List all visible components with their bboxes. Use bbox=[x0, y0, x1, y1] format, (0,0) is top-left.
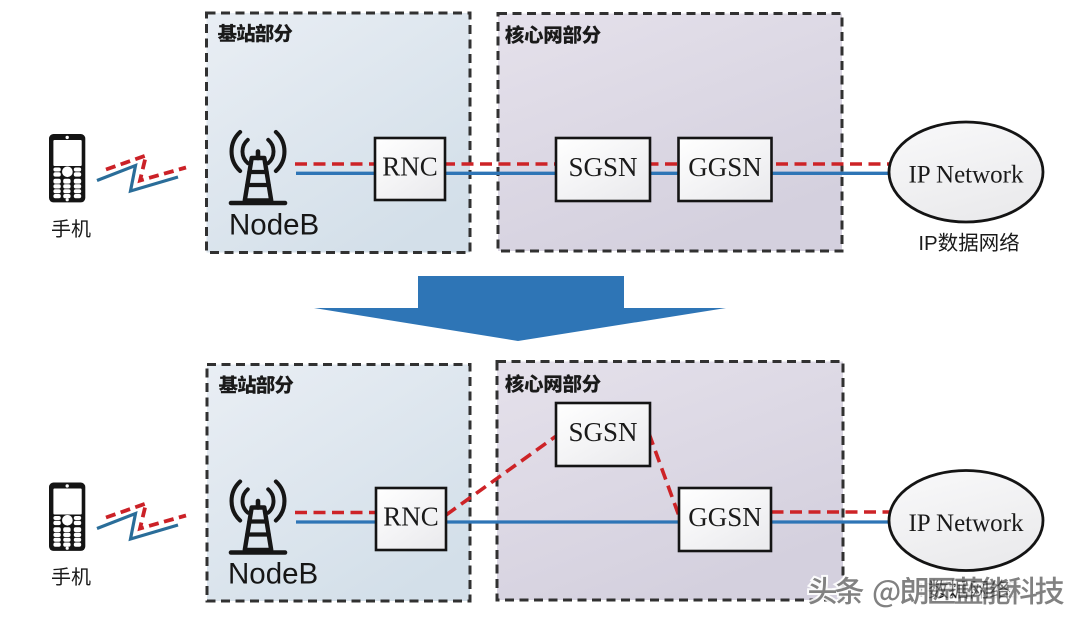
svg-text:IP Network: IP Network bbox=[908, 510, 1024, 537]
svg-text:IP: IP bbox=[918, 232, 937, 255]
svg-text:SGSN: SGSN bbox=[568, 417, 637, 447]
svg-text:GGSN: GGSN bbox=[688, 502, 762, 532]
svg-text:NodeB: NodeB bbox=[228, 558, 318, 591]
svg-text:RNC: RNC bbox=[382, 151, 438, 181]
svg-text:GGSN: GGSN bbox=[688, 152, 762, 182]
svg-text:IP Network: IP Network bbox=[908, 162, 1024, 189]
svg-text:RNC: RNC bbox=[383, 501, 439, 531]
svg-text:SGSN: SGSN bbox=[568, 152, 637, 182]
svg-text:NodeB: NodeB bbox=[229, 209, 319, 242]
